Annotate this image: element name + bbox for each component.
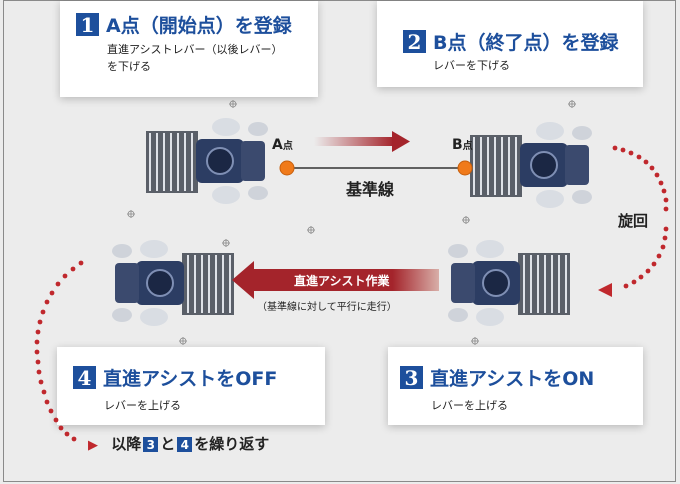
assist-banner-label: 直進アシスト作業 xyxy=(294,274,390,288)
assist-note-label: （基準線に対して平行に走行） xyxy=(257,302,397,313)
transplanter-a-image xyxy=(146,118,268,204)
step-4-description: レバーを上げる xyxy=(104,399,181,412)
position-markers xyxy=(127,100,576,345)
repeat-arrow-icon: ▶ xyxy=(88,438,98,453)
repeat-badge-3: 3 xyxy=(143,437,159,452)
point-b-marker xyxy=(457,160,473,176)
point-a-letter: A xyxy=(272,137,283,153)
step-3-card: 3 直進アシストをON レバーを上げる xyxy=(388,347,643,425)
step-2-description: レバーを下げる xyxy=(433,59,510,72)
step-3-description: レバーを上げる xyxy=(431,399,508,412)
repeat-dotted-arc xyxy=(34,260,84,442)
point-b-suffix: 点 xyxy=(462,141,473,152)
turn-label: 旋回 xyxy=(618,212,649,230)
step-2-title: B点（終了点）を登録 xyxy=(433,32,619,54)
point-b-letter: B xyxy=(452,137,463,153)
transplanter-b-image xyxy=(470,122,592,208)
baseline-label: 基準線 xyxy=(346,180,395,199)
repeat-prefix: 以降 xyxy=(111,435,142,453)
step-4-number-badge: 4 xyxy=(73,366,96,390)
repeat-mid: と xyxy=(160,435,176,453)
step-3-title-row: 3 直進アシストをON xyxy=(400,364,594,391)
step-1-number-badge: 1 xyxy=(76,13,99,37)
step-4-card: 4 直進アシストをOFF レバーを上げる xyxy=(57,347,325,425)
step-1-card: 1 A点（開始点）を登録 直進アシストレバー（以後レバー） を下げる xyxy=(60,1,318,97)
step-1-desc-line1: 直進アシストレバー（以後レバー） xyxy=(107,43,283,56)
step-1-title: A点（開始点）を登録 xyxy=(106,15,292,37)
step-1-desc-line2: を下げる xyxy=(107,60,151,73)
transplanter-assist-right-image xyxy=(448,240,570,326)
point-a-suffix: 点 xyxy=(282,141,293,152)
step-1-description: 直進アシストレバー（以後レバー） を下げる xyxy=(107,41,283,75)
step-4-title: 直進アシストをOFF xyxy=(103,368,278,390)
step-4-title-row: 4 直進アシストをOFF xyxy=(73,364,277,391)
repeat-badge-4: 4 xyxy=(177,437,193,452)
baseline-graphics xyxy=(34,100,669,442)
top-direction-arrow xyxy=(314,131,410,152)
repeat-suffix: を繰り返す xyxy=(194,435,270,453)
diagram-frame: 1 A点（開始点）を登録 直進アシストレバー（以後レバー） を下げる 2 B点（… xyxy=(3,0,676,482)
step-3-title: 直進アシストをON xyxy=(430,368,595,390)
turn-dotted-arc xyxy=(598,145,669,297)
step-1-title-row: 1 A点（開始点）を登録 xyxy=(76,11,292,38)
assist-direction-arrow xyxy=(232,261,439,299)
step-2-number-badge: 2 xyxy=(403,30,426,54)
transplanter-assist-left-image xyxy=(112,240,234,326)
step-2-card: 2 B点（終了点）を登録 レバーを下げる xyxy=(377,1,643,87)
point-a-label: A点 xyxy=(272,137,293,153)
step-2-title-row: 2 B点（終了点）を登録 xyxy=(403,28,618,55)
point-b-label: B点 xyxy=(452,137,473,153)
point-a-marker xyxy=(279,160,295,176)
step-3-number-badge: 3 xyxy=(400,366,423,390)
